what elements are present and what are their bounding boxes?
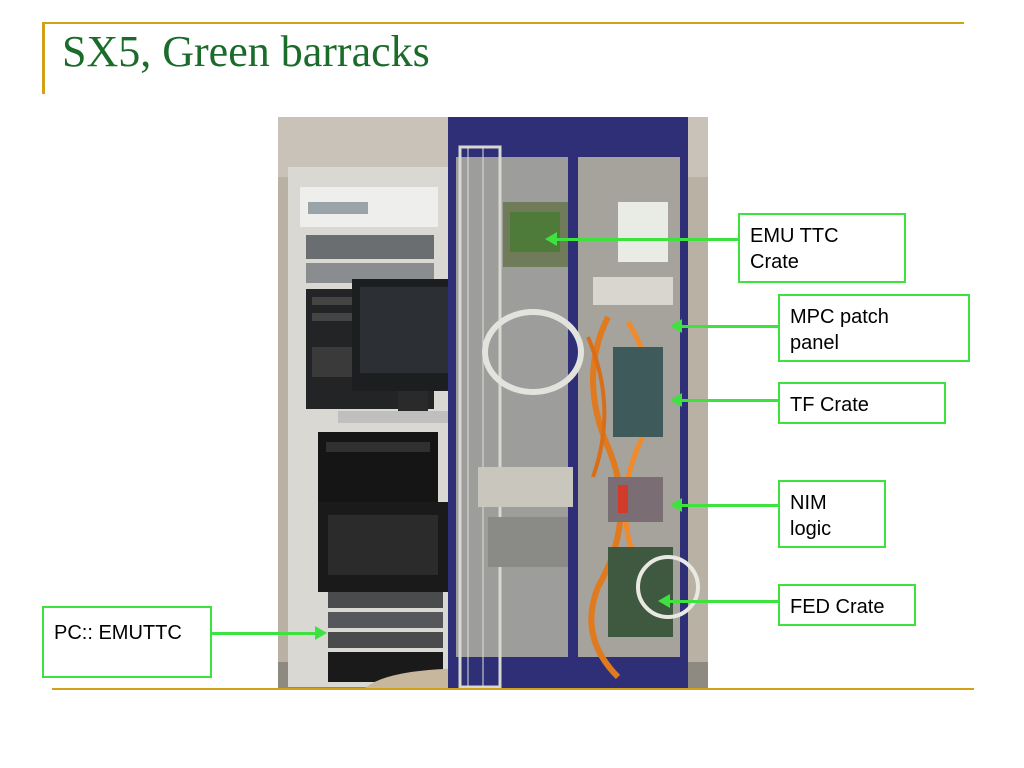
arrow-mpc	[670, 319, 778, 333]
callout-pc-emuttc: PC:: EMUTTC	[42, 606, 212, 678]
callout-tf-line1: TF Crate	[790, 394, 869, 416]
arrow-emu-ttc	[545, 232, 738, 246]
callout-fed-line1: FED Crate	[790, 596, 885, 618]
title-accent-vertical	[42, 22, 45, 94]
callout-mpc-line1: MPC patch	[790, 306, 889, 328]
arrow-pc	[212, 626, 327, 640]
arrow-tf	[670, 393, 778, 407]
title-accent-horizontal	[42, 22, 964, 24]
arrow-nim	[670, 498, 778, 512]
callout-emu-ttc-crate: EMU TTC Crate	[738, 213, 906, 283]
callout-tf-crate: TF Crate	[778, 382, 946, 424]
callout-mpc-line2: panel	[790, 332, 839, 354]
rack-photo	[278, 117, 708, 690]
arrow-fed	[658, 594, 778, 608]
callout-emu-ttc-line1: EMU TTC	[750, 225, 839, 247]
callout-nim-logic: NIM logic	[778, 480, 886, 548]
callout-nim-line1: NIM	[790, 492, 827, 514]
callout-nim-line2: logic	[790, 518, 832, 540]
footer-accent-rule	[52, 688, 974, 690]
callout-emu-ttc-line2: Crate	[750, 251, 799, 273]
callout-mpc-patch-panel: MPC patch panel	[778, 294, 970, 362]
slide-title: SX5, Green barracks	[62, 27, 430, 76]
callout-fed-crate: FED Crate	[778, 584, 916, 626]
callout-pc-line1: PC:: EMUTTC	[54, 622, 182, 644]
